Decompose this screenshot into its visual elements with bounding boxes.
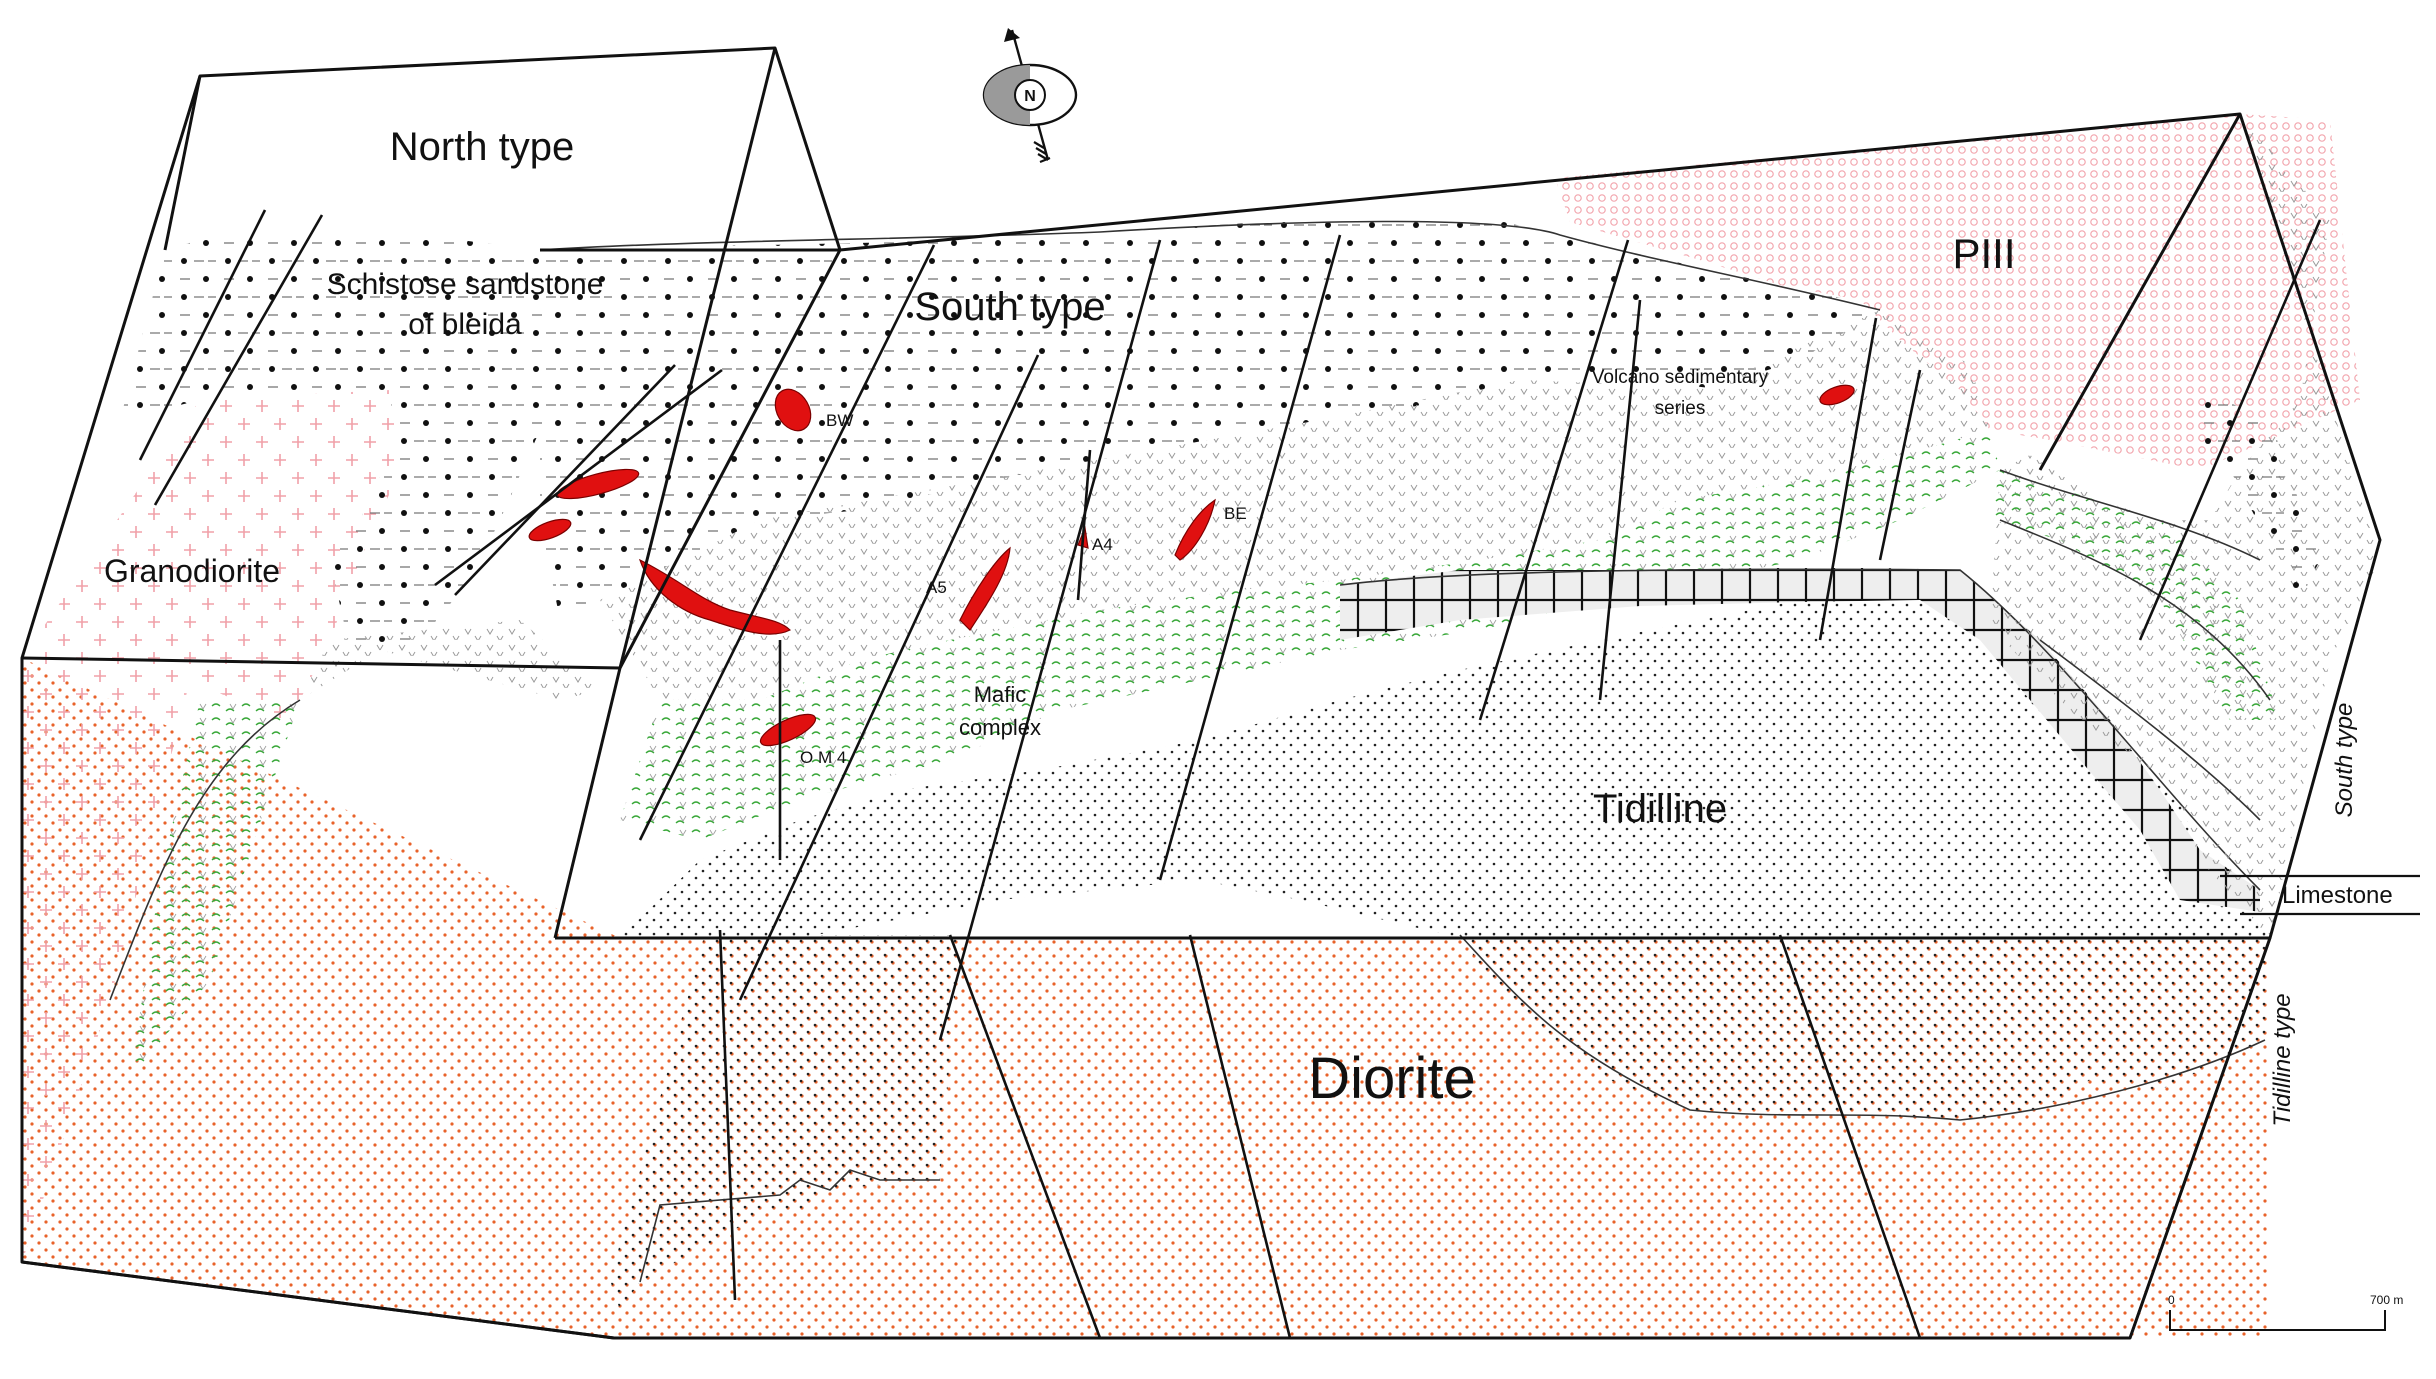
label-schistose-1: Schistose sandstone <box>327 268 604 301</box>
ore-body-bw <box>774 388 812 432</box>
scale-start: 0 <box>2168 1293 2175 1307</box>
piii <box>1555 114 2360 470</box>
ore-body-om4 <box>759 713 817 747</box>
diorite-front <box>22 658 2270 1338</box>
label-limestone: Limestone <box>2282 882 2393 909</box>
ore-body-left-2 <box>528 518 572 542</box>
label-south-type-top: South type <box>914 285 1105 329</box>
compass-letter: N <box>1024 88 1036 105</box>
mafic-complex <box>620 430 2000 840</box>
text-labels: North type South type Schistose sandston… <box>104 125 2016 1111</box>
ore-body-left-3 <box>638 558 792 635</box>
tidilline-front-strip-2 <box>770 935 960 1210</box>
right-face <box>1990 114 2380 938</box>
right-sandstone <box>2190 390 2320 600</box>
label-ore-a4: A4 <box>1092 535 1113 554</box>
label-diorite: Diorite <box>1308 1046 1476 1111</box>
sed-left-lower <box>300 620 600 700</box>
volcano-sedimentary <box>600 310 1990 700</box>
label-mafic-1: Mafic <box>974 682 1027 707</box>
label-granodiorite: Granodiorite <box>104 553 280 589</box>
compass: N <box>982 28 1078 164</box>
sandstone-top <box>540 214 1880 620</box>
label-mafic-2: complex <box>959 715 1041 740</box>
tidilline-front-lobe <box>1460 935 2270 1120</box>
label-ore-a5: A5 <box>926 578 947 597</box>
ore-bodies <box>528 384 1855 747</box>
fault-lines <box>138 209 2322 1339</box>
front-face <box>22 658 2270 1338</box>
label-schistose-2: of bleida <box>408 308 522 341</box>
label-tidilline: Tidilline <box>1593 787 1727 831</box>
granodiorite <box>22 390 400 1262</box>
label-volcano-1: Volcano sedimentary <box>1592 367 1769 388</box>
label-tidilline-type-side: Tidilline type <box>2269 993 2296 1126</box>
label-north-type: North type <box>390 125 575 169</box>
label-south-type-side: South type <box>2331 703 2358 818</box>
left-face <box>22 230 600 1262</box>
label-volcano-2: series <box>1655 398 1706 419</box>
label-ore-bw: BW <box>826 411 853 430</box>
tidilline-front-strip-1 <box>610 935 790 1310</box>
right-face-fill <box>1990 114 2380 938</box>
top-face <box>539 114 2360 620</box>
sandstone-left <box>120 230 540 650</box>
right-mafic-band <box>1990 470 2280 720</box>
ore-body-a5 <box>959 546 1011 631</box>
ore-body-be <box>1174 498 1216 561</box>
block-outlines <box>20 46 2382 1340</box>
scale-end: 700 m <box>2370 1293 2403 1307</box>
label-ore-om4: O M 4 <box>800 748 846 767</box>
label-ore-be: BE <box>1224 504 1247 523</box>
tidilline-block <box>620 600 2270 938</box>
label-piii: PIII <box>1952 230 2015 277</box>
mafic-left-band <box>130 700 300 1080</box>
scale-bar: 0 700 m <box>2168 1293 2403 1331</box>
side-legend: Limestone South type Tidilline type <box>2220 703 2420 1127</box>
ore-body-right <box>1819 384 1855 406</box>
